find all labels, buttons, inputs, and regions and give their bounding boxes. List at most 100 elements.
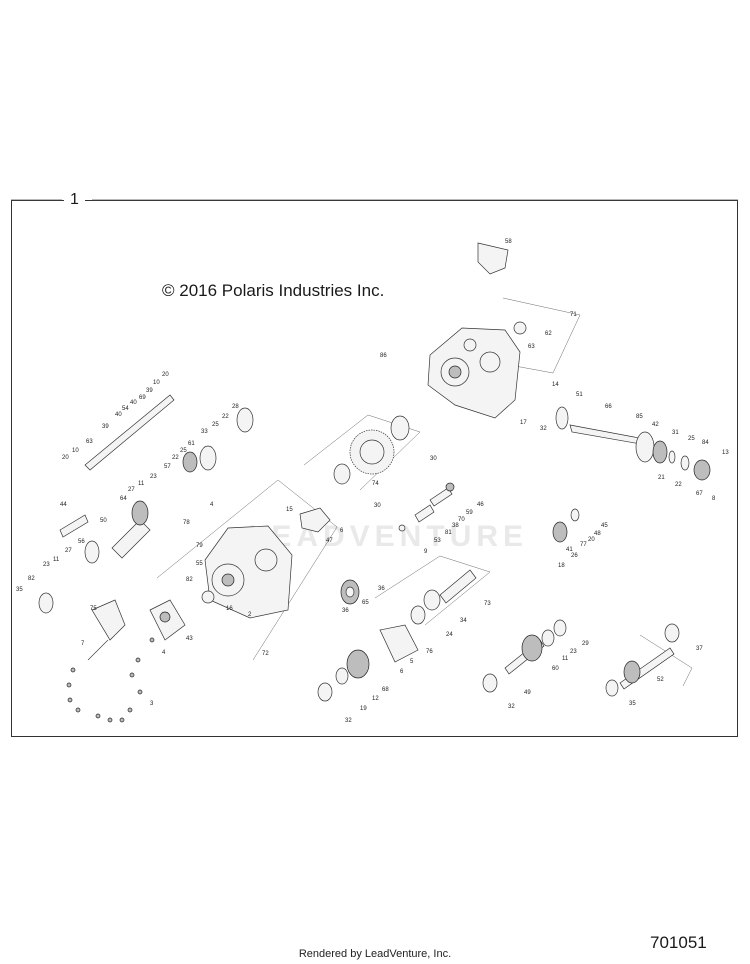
- callout: 73: [484, 601, 491, 607]
- callout: 10: [153, 380, 160, 386]
- cover-and-fasteners: [66, 599, 186, 723]
- callout: 11: [562, 656, 569, 662]
- callout: 21: [658, 475, 665, 481]
- callout: 4: [210, 502, 214, 508]
- callout: 28: [232, 404, 239, 410]
- callout: 3: [150, 701, 154, 707]
- callout: 41: [566, 547, 573, 553]
- callout: 35: [629, 701, 636, 707]
- callout: 25: [180, 448, 187, 454]
- callout: 43: [186, 636, 193, 642]
- callout: 50: [100, 518, 107, 524]
- callout: 72: [262, 651, 269, 657]
- callout: 34: [460, 618, 467, 624]
- callout: 4: [162, 650, 166, 656]
- callout: 42: [652, 422, 659, 428]
- callout: 61: [188, 441, 195, 447]
- callout: 27: [128, 487, 135, 493]
- callout: 63: [86, 439, 93, 445]
- callout: 64: [120, 496, 127, 502]
- callout: 49: [524, 690, 531, 696]
- callout: 10: [72, 448, 79, 454]
- output-shaft: [555, 406, 711, 481]
- callout: 25: [212, 422, 219, 428]
- callout: 84: [702, 440, 709, 446]
- callout: 39: [146, 388, 153, 394]
- callout: 25: [688, 436, 695, 442]
- callout: 55: [196, 561, 203, 567]
- callout: 33: [201, 429, 208, 435]
- figure-id: 701051: [650, 933, 707, 952]
- callout: 79: [196, 543, 203, 549]
- group-brackets: [156, 297, 693, 687]
- callout: 20: [162, 372, 169, 378]
- callout: 67: [696, 491, 703, 497]
- callout: 7: [81, 641, 85, 647]
- callout: 19: [360, 706, 367, 712]
- callout: 18: [558, 563, 565, 569]
- callout: 11: [53, 557, 60, 563]
- callout: 44: [60, 502, 67, 508]
- callout: 2: [248, 612, 252, 618]
- shift-assembly: [38, 394, 254, 614]
- callout: 40: [130, 400, 137, 406]
- callout: 58: [505, 239, 512, 245]
- callout: 30: [430, 456, 437, 462]
- middle-gear-stack: [317, 569, 477, 702]
- callout: 68: [382, 687, 389, 693]
- callout: 20: [62, 455, 69, 461]
- callout: 63: [528, 344, 535, 350]
- callout: 36: [342, 608, 349, 614]
- callout: 40: [115, 412, 122, 418]
- copyright-notice: © 2016 Polaris Industries Inc.: [162, 281, 385, 300]
- callout: 77: [580, 542, 587, 548]
- callout: 82: [186, 577, 193, 583]
- callout: 23: [150, 474, 157, 480]
- watermark: LEADVENTURE: [248, 520, 529, 553]
- callout: 52: [657, 677, 664, 683]
- diagram-frame: [11, 200, 738, 737]
- callout: 37: [696, 646, 703, 652]
- callout: 70: [458, 517, 465, 523]
- callout: 6: [340, 528, 344, 534]
- callout: 30: [374, 503, 381, 509]
- callout: 75: [90, 606, 97, 612]
- callout: 59: [466, 510, 473, 516]
- callout: 36: [378, 586, 385, 592]
- callout: 8: [712, 496, 716, 502]
- callout: 35: [16, 587, 23, 593]
- callout: 45: [601, 523, 608, 529]
- callout: 32: [540, 426, 547, 432]
- callout: 15: [286, 507, 293, 513]
- callout: 22: [172, 455, 179, 461]
- callout: 14: [552, 382, 559, 388]
- callout: 31: [672, 430, 679, 436]
- callout: 29: [582, 641, 589, 647]
- callout: 13: [722, 450, 729, 456]
- callout: 6: [400, 669, 404, 675]
- callout: 5: [410, 659, 414, 665]
- shift-fork-parts: [398, 482, 455, 532]
- callout: 65: [362, 600, 369, 606]
- callout: 27: [65, 548, 72, 554]
- callout: 23: [570, 649, 577, 655]
- upper-right-gearcase: [427, 242, 527, 419]
- center-gearcase: [201, 507, 331, 619]
- callout: 56: [78, 539, 85, 545]
- callout: 74: [372, 481, 379, 487]
- callout: 82: [28, 576, 35, 582]
- callout: 20: [588, 537, 595, 543]
- callout: 48: [594, 531, 601, 537]
- callout: 57: [164, 464, 171, 470]
- callout: 22: [222, 414, 229, 420]
- callout: 69: [139, 395, 146, 401]
- callout: 81: [445, 530, 452, 536]
- callout: 47: [326, 538, 333, 544]
- callout: 86: [380, 353, 387, 359]
- callout: 51: [576, 392, 583, 398]
- callout: 62: [545, 331, 552, 337]
- ring-gear: [333, 415, 410, 485]
- callout: 32: [508, 704, 515, 710]
- callout: 53: [434, 538, 441, 544]
